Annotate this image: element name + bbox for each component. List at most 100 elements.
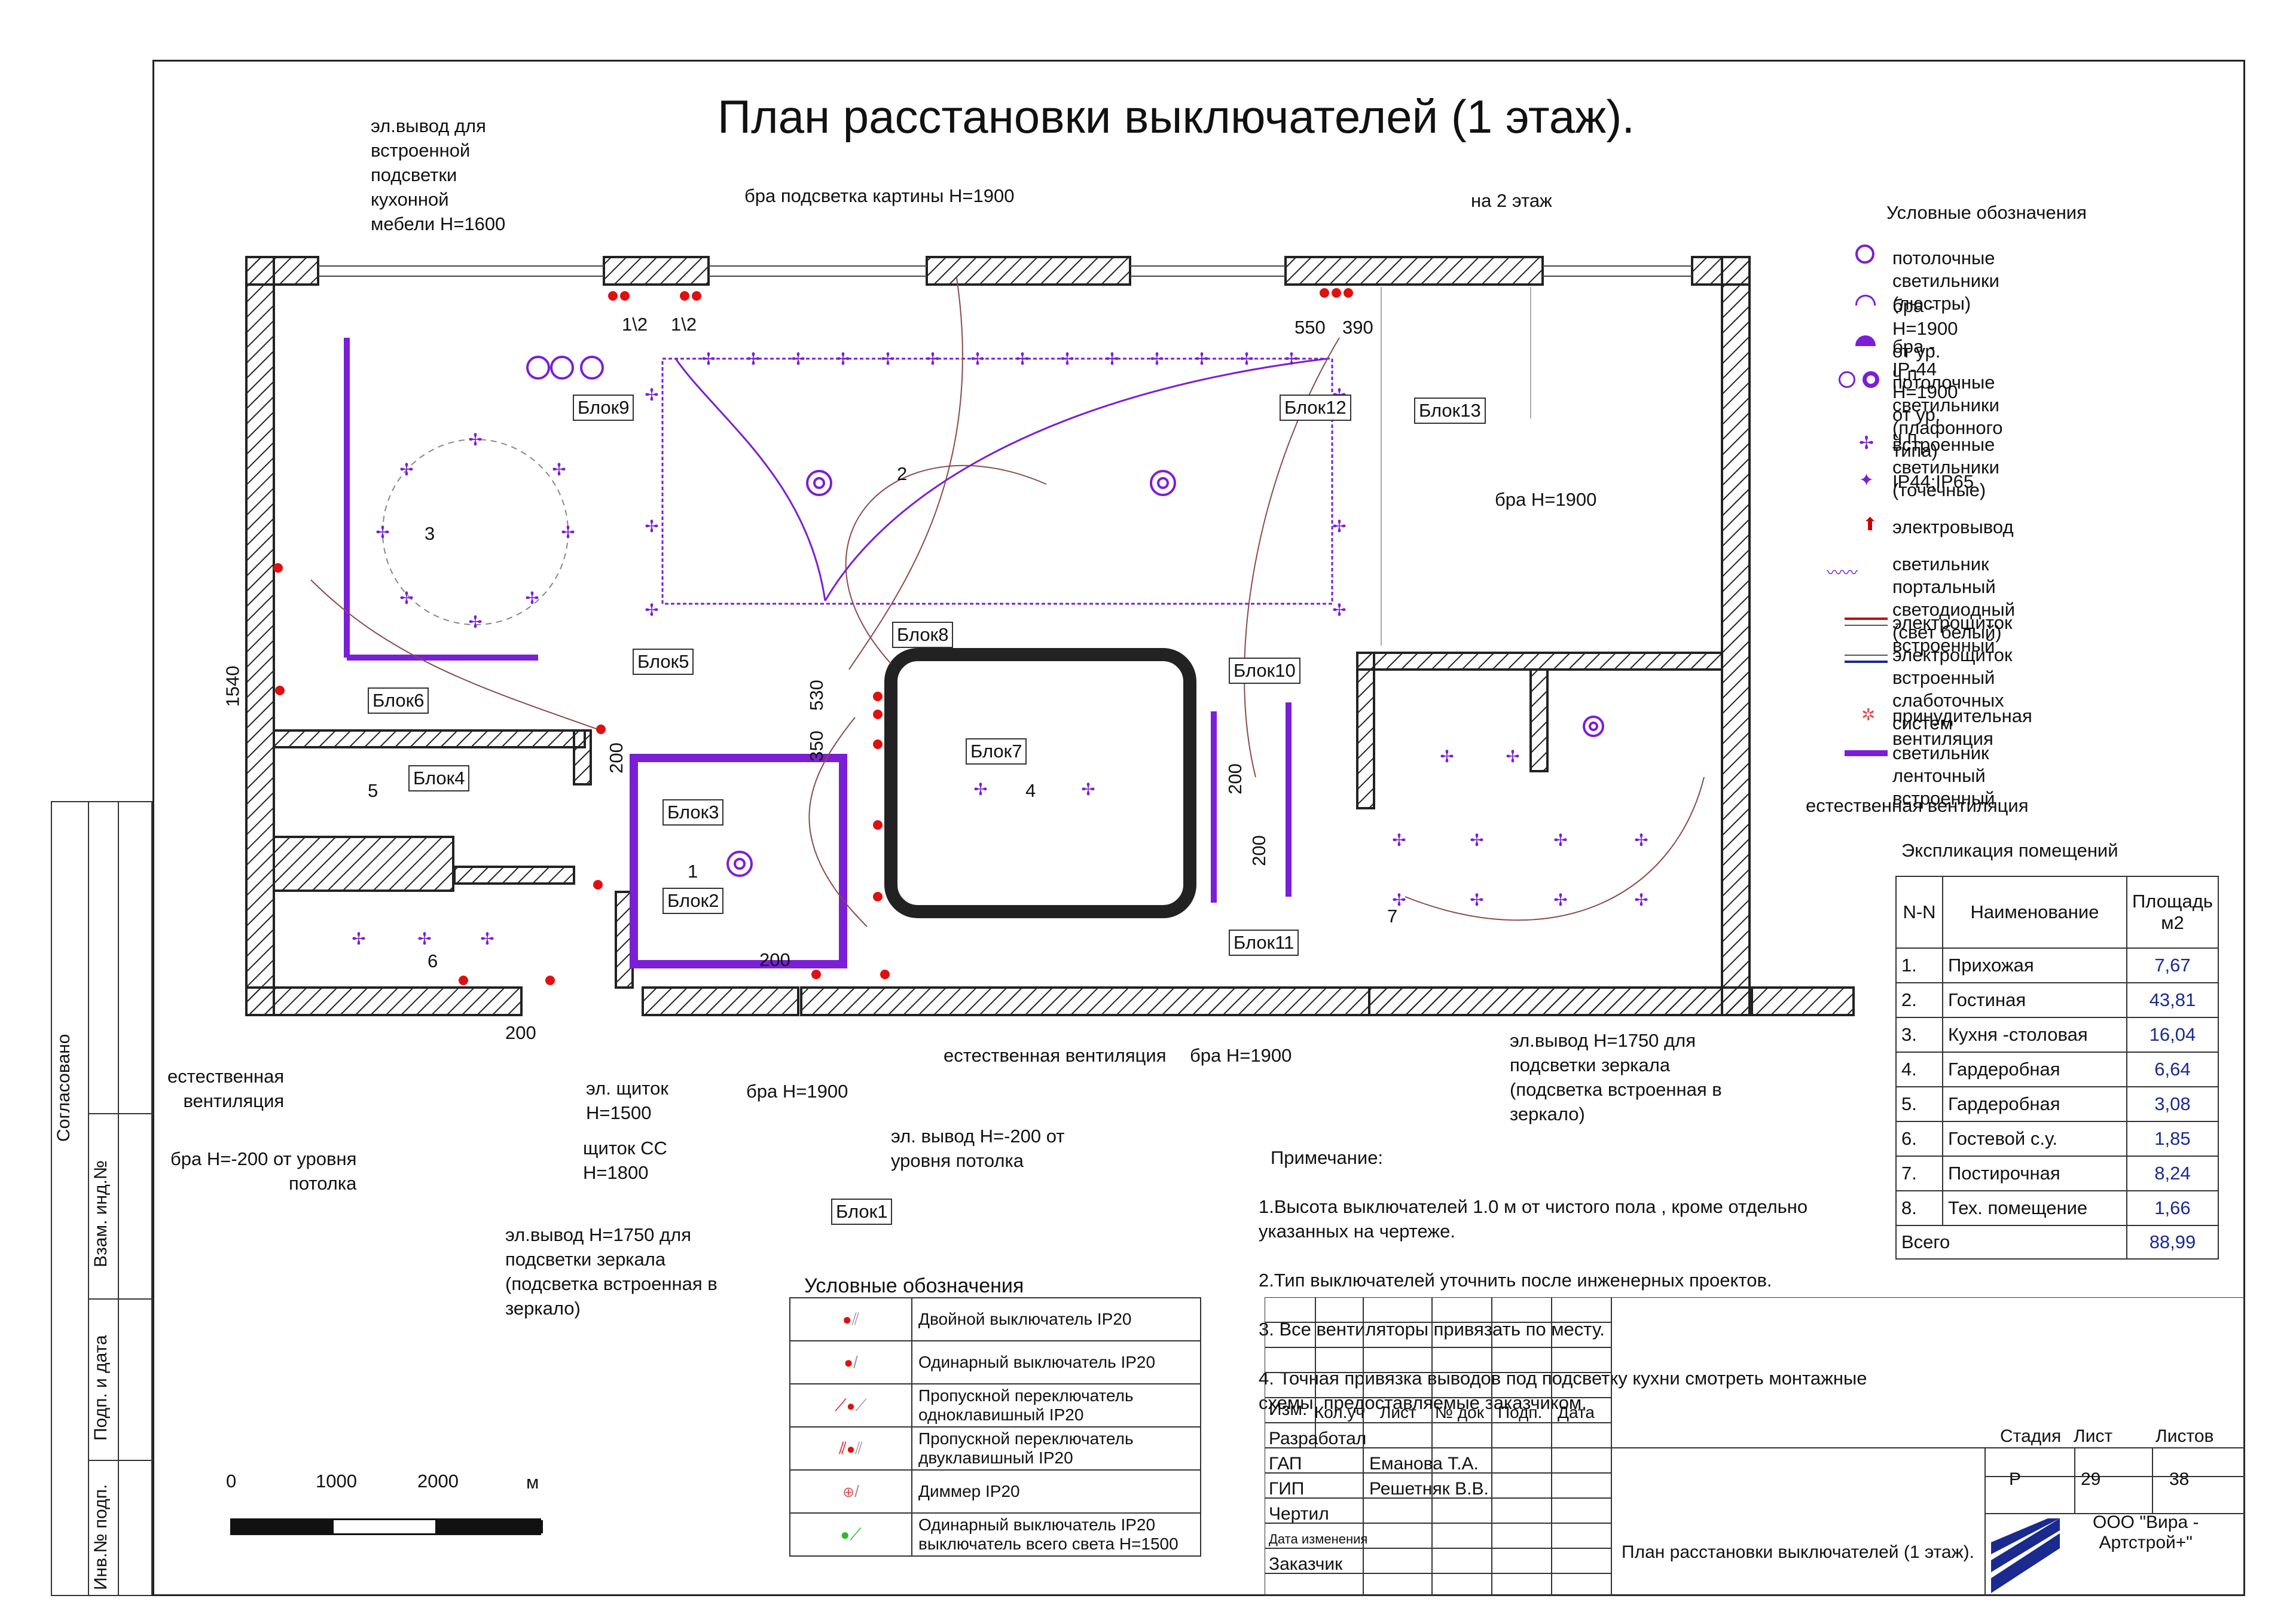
scale-bar	[230, 1518, 543, 1535]
switch-icon	[1344, 288, 1353, 298]
block-label: Блок7	[966, 738, 1027, 765]
total-label: Всего	[1895, 1225, 2127, 1260]
table-cell: 2.	[1895, 982, 1943, 1018]
switch-icon	[545, 976, 555, 985]
scale-tick: 0	[226, 1471, 237, 1491]
table-cell: Гостиная	[1942, 982, 2127, 1018]
dimension-label: 200	[1248, 835, 1269, 866]
stamp-header: Лист	[1380, 1403, 1416, 1422]
block-label: Блок5	[633, 649, 694, 675]
dimension-label: 1\2	[671, 314, 697, 335]
switch-icon	[873, 710, 883, 719]
switch-icon	[873, 739, 883, 749]
panel-blue-icon	[1845, 655, 1888, 663]
double-switch-icon: ●⫽	[789, 1297, 912, 1341]
spot-light-icon: ✢	[1553, 891, 1567, 909]
stamp-sheets: 38	[2169, 1469, 2190, 1489]
legend-text: Пропускной переключатель двуклавишный IP…	[911, 1426, 1201, 1471]
spot-light-icon: ✢	[552, 460, 566, 479]
scale-tick: 2000	[417, 1471, 459, 1491]
dimension-label: 200	[1224, 763, 1245, 794]
spot-light-icon: ✢	[970, 350, 984, 368]
block-label: Блок12	[1280, 395, 1351, 421]
table-cell: Гардеробная	[1942, 1052, 2127, 1087]
switch-icon	[873, 692, 883, 701]
spot-light-icon: ✢	[1284, 350, 1298, 368]
room-number: 2	[897, 463, 908, 484]
stamp-role: ГАП	[1269, 1454, 1302, 1474]
block-label: Блок6	[368, 687, 429, 714]
single-switch-icon: ●/	[789, 1340, 912, 1384]
spot-light-icon: ✢	[375, 523, 389, 542]
side-stamp	[51, 801, 154, 1596]
spot-light-icon: ✢	[1506, 747, 1519, 766]
dimension-label: 200	[759, 949, 790, 970]
table-cell: 5.	[1895, 1086, 1943, 1122]
dimension-label: 350	[805, 730, 827, 762]
callout-picture-sconce: бра подсветка картины Н=1900	[744, 185, 1015, 206]
block-label: Блок1	[831, 1199, 893, 1225]
spot-light-icon: ✢	[1150, 350, 1164, 368]
legend-bottom: ●⫽Двойной выключатель IP20●/Одинарный вы…	[789, 1297, 1201, 1557]
table-cell: Прихожая	[1942, 947, 2127, 983]
table-cell: 4.	[1895, 1052, 1943, 1087]
switch-icon	[811, 970, 821, 979]
dimension-label: 390	[1342, 317, 1373, 338]
spot-light-icon: ✢	[1015, 350, 1029, 368]
callout-sconce: бра Н=1900	[1190, 1045, 1292, 1066]
spot-light-icon: ✢	[1105, 350, 1119, 368]
stamp-header: № док	[1435, 1403, 1484, 1422]
callout-kitchen-outlet: эл.вывод для встроенной подсветки кухонн…	[371, 115, 506, 234]
table-cell: 8,24	[2126, 1156, 2219, 1191]
scale-tick: 1000	[316, 1471, 357, 1491]
ceiling-plafond-icon	[1839, 371, 1855, 388]
dimmer-icon: ⊕/	[789, 1469, 912, 1514]
table-cell: 1,85	[2126, 1121, 2219, 1157]
scale-tick: м	[526, 1472, 539, 1493]
spot-light-icon: ✢	[1470, 891, 1483, 909]
spot-light-icon: ✢	[399, 589, 413, 607]
dimension-label: 200	[505, 1022, 536, 1043]
spot-light-icon: ✢	[1195, 350, 1208, 368]
table-header: N-N	[1895, 876, 1943, 949]
total-value: 88,99	[2126, 1225, 2219, 1260]
spot-light-icon: ✢	[1392, 891, 1406, 909]
stamp-header: Дата	[1558, 1403, 1595, 1422]
switch-icon	[273, 563, 283, 573]
spot-ip44-icon: ✦	[1859, 470, 1874, 490]
spot-light-icon: ✢	[645, 517, 658, 536]
fan-icon: ✲	[1861, 705, 1876, 724]
dimension-label: 200	[605, 742, 627, 774]
room-number: 4	[1025, 780, 1036, 801]
stamp-company: ООО "Вира - Артстрой+"	[2093, 1512, 2199, 1552]
spot-light-icon: ✢	[1553, 831, 1567, 849]
spot-light-icon: ✢	[746, 350, 760, 368]
stamp-role: ГИП	[1269, 1479, 1305, 1499]
table-cell: 43,81	[2126, 982, 2219, 1018]
table-cell: 3.	[1895, 1017, 1943, 1053]
dimension-label: 1540	[222, 665, 243, 707]
dimension-label: 1\2	[622, 314, 648, 335]
stamp-role: Чертил	[1269, 1504, 1329, 1524]
block-label: Блок9	[573, 395, 634, 421]
callout-sconce-ceiling: бра Н=-200 от уровня потолка	[170, 1148, 357, 1194]
legend-item: ⫽●⫽Пропускной переключатель двуклавишный…	[789, 1426, 1201, 1471]
legend-item: ●⟋Одинарный выключатель IP20 выключатель…	[789, 1512, 1201, 1557]
table-cell: 16,04	[2126, 1017, 2219, 1053]
table-cell: 7,67	[2126, 947, 2219, 983]
room-number: 3	[425, 523, 435, 544]
callout-sconce: бра Н=1900	[1495, 489, 1597, 510]
outlet-icon: ⬆	[1863, 515, 1878, 534]
room-number: 6	[428, 950, 438, 971]
table-cell: 6,64	[2126, 1052, 2219, 1087]
callout-natural-vent: естественная вентиляция	[1806, 795, 2029, 816]
page-title: План расстановки выключателей (1 этаж).	[718, 90, 1635, 143]
legend-item: ●/Одинарный выключатель IP20	[789, 1340, 1201, 1384]
stamp-role: Заказчик	[1269, 1554, 1343, 1574]
spot-light-icon: ✢	[1239, 350, 1253, 368]
spot-light-icon: ✢	[701, 350, 715, 368]
